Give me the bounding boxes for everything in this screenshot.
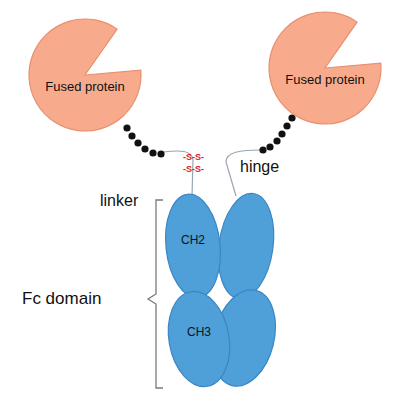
fused-protein: Fused protein — [267, 10, 383, 126]
pacman-shape — [27, 17, 143, 133]
linker-label: linker — [100, 192, 138, 210]
pacman-shape — [267, 10, 383, 126]
node-text: Fused protein — [267, 72, 383, 87]
linker-dots — [259, 114, 295, 153]
fused-protein: Fused protein — [27, 17, 143, 133]
ellipse-shape — [168, 290, 230, 388]
bracket — [148, 200, 163, 388]
ch2-ellipse — [212, 190, 280, 302]
node-text: Fused protein — [27, 79, 143, 94]
ch3-domain: CH3 — [168, 290, 230, 388]
hinge-label: hinge — [240, 158, 279, 176]
disulfide-bond: -S-S- — [183, 164, 204, 174]
node-text: CH3 — [168, 325, 230, 339]
linker-dots — [123, 124, 164, 157]
node-text: CH2 — [165, 233, 221, 247]
fc-domain-label: Fc domain — [22, 289, 101, 309]
ch2-domain: CH2 — [165, 193, 221, 299]
disulfide-bond: -S-S- — [183, 152, 204, 162]
